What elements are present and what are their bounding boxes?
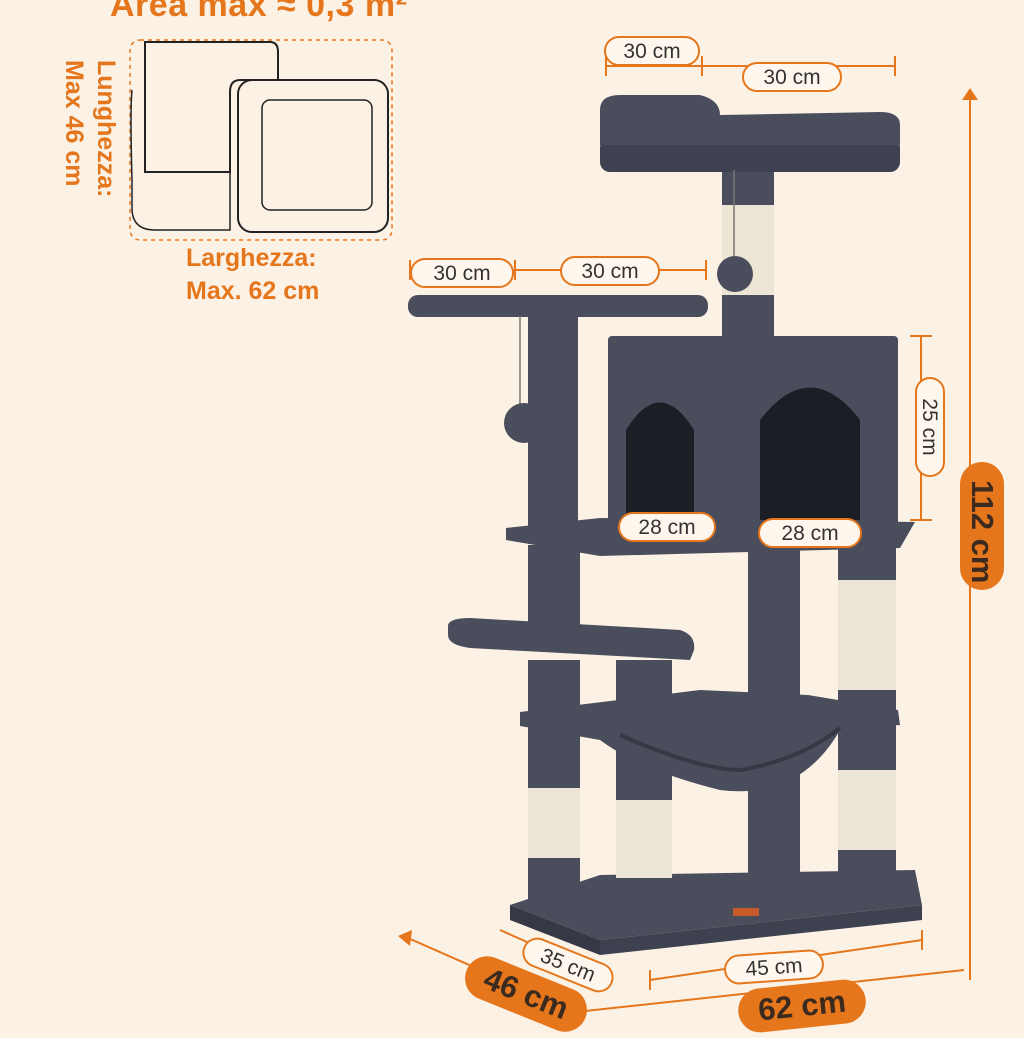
arrow-up-icon (962, 88, 978, 100)
width-label: Larghezza: (186, 244, 317, 272)
arrow-left-icon (398, 930, 412, 946)
dim-mid-left: 30 cm (410, 258, 514, 288)
dim-house-right: 28 cm (758, 518, 862, 548)
length-label: Lunghezza: (92, 60, 120, 198)
length-value: Max 46 cm (60, 60, 88, 187)
dim-top-left: 30 cm (604, 36, 700, 66)
dim-house-left: 28 cm (618, 512, 716, 542)
dim-total-height: 112 cm (960, 462, 1004, 590)
width-value: Max. 62 cm (186, 277, 320, 305)
cat-tree (408, 95, 922, 955)
dim-mid-right: 30 cm (560, 256, 660, 286)
dim-house-height: 25 cm (915, 377, 945, 477)
footprint-sketch (129, 39, 393, 241)
page-title: Area max ≈ 0,3 m² (110, 0, 408, 24)
dim-top-right: 30 cm (742, 62, 842, 92)
